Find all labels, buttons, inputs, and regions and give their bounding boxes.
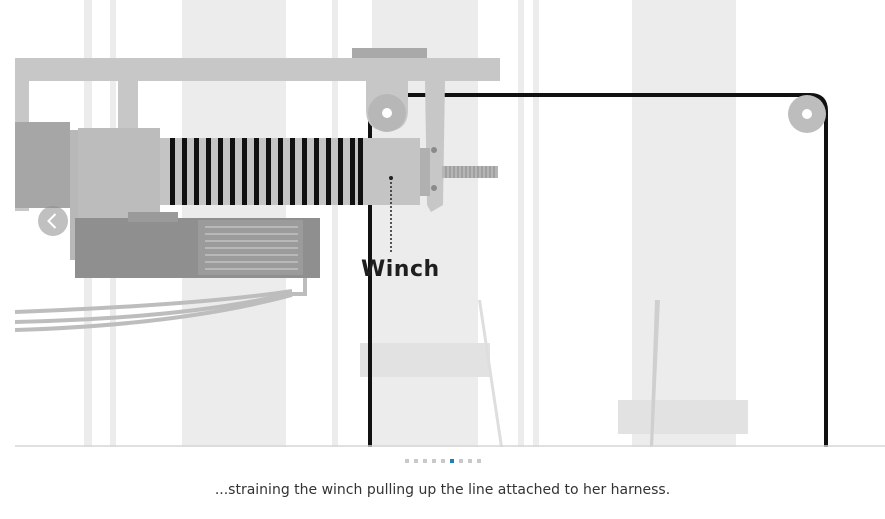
carousel-dot[interactable] (440, 459, 445, 463)
background-clamps (360, 343, 748, 434)
carousel-dot[interactable] (431, 459, 436, 463)
previous-slide-button[interactable] (38, 206, 68, 236)
background-strut (478, 300, 503, 447)
carousel-dot[interactable] (413, 459, 418, 463)
winch-label: Winch (361, 257, 440, 282)
gearbox (15, 122, 70, 208)
carousel-dot[interactable] (476, 459, 481, 463)
drum-cable-coils (170, 138, 363, 205)
frame-bracket (352, 48, 427, 58)
pulley-axle (382, 108, 392, 118)
carousel-dot[interactable] (404, 459, 409, 463)
frame-beam (15, 58, 500, 81)
carousel-dot[interactable] (449, 459, 454, 463)
slide-caption: ...straining the winch pulling up the li… (214, 482, 671, 498)
carousel-pagination (0, 459, 885, 465)
carousel-dot[interactable] (458, 459, 463, 463)
carousel-dot[interactable] (467, 459, 472, 463)
power-cables (14, 278, 307, 332)
motor-vents (205, 226, 298, 270)
winch-diagram: Winch (14, 0, 885, 447)
carousel-dot[interactable] (422, 459, 427, 463)
pulley-axle (802, 109, 812, 119)
winch-end-block (78, 128, 160, 218)
winch-diagram-art (14, 0, 885, 447)
background-strut (650, 300, 660, 447)
chevron-left-icon (47, 213, 57, 229)
